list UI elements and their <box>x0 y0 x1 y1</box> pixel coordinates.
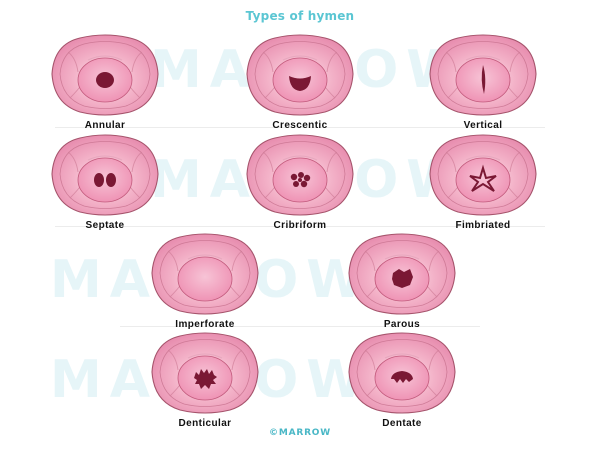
fimbriated-hymen-illustration <box>418 128 548 220</box>
hymen-type-annular: Annular <box>40 28 170 131</box>
hymen-type-label: Vertical <box>463 120 503 131</box>
dentate-hymen-illustration <box>337 326 467 418</box>
row-divider <box>55 226 545 227</box>
annular-hymen-illustration <box>40 28 170 120</box>
hymen-type-label: Denticular <box>178 418 232 429</box>
diagram-title: Types of hymen <box>245 9 355 23</box>
marrow-logo: ©MARROW <box>269 428 331 438</box>
hymen-type-label: Annular <box>84 120 126 131</box>
hymen-type-label: Fimbriated <box>455 220 511 231</box>
hymen-type-denticular: Denticular <box>140 326 270 429</box>
hymen-type-imperforate: Imperforate <box>140 227 270 330</box>
hymen-type-label: Imperforate <box>175 319 235 330</box>
hymen-type-cribriform: Cribriform <box>235 128 365 231</box>
hymen-type-parous: Parous <box>337 227 467 330</box>
septate-hymen-illustration <box>40 128 170 220</box>
cribriform-hymen-illustration <box>235 128 365 220</box>
denticular-hymen-illustration <box>140 326 270 418</box>
hymen-type-crescentic: Crescentic <box>235 28 365 131</box>
hymen-type-fimbriated: Fimbriated <box>418 128 548 231</box>
hymen-type-label: Cribriform <box>273 220 327 231</box>
hymen-type-dentate: Dentate <box>337 326 467 429</box>
hymen-type-label: Parous <box>383 319 421 330</box>
hymen-type-label: Crescentic <box>272 120 328 131</box>
hymen-type-label: Septate <box>85 220 125 231</box>
parous-hymen-illustration <box>337 227 467 319</box>
hymen-type-septate: Septate <box>40 128 170 231</box>
hymen-type-vertical: Vertical <box>418 28 548 131</box>
row-divider <box>55 127 545 128</box>
imperforate-hymen-illustration <box>140 227 270 319</box>
crescentic-hymen-illustration <box>235 28 365 120</box>
row-divider <box>120 326 480 327</box>
vertical-hymen-illustration <box>418 28 548 120</box>
hymen-type-label: Dentate <box>382 418 422 429</box>
